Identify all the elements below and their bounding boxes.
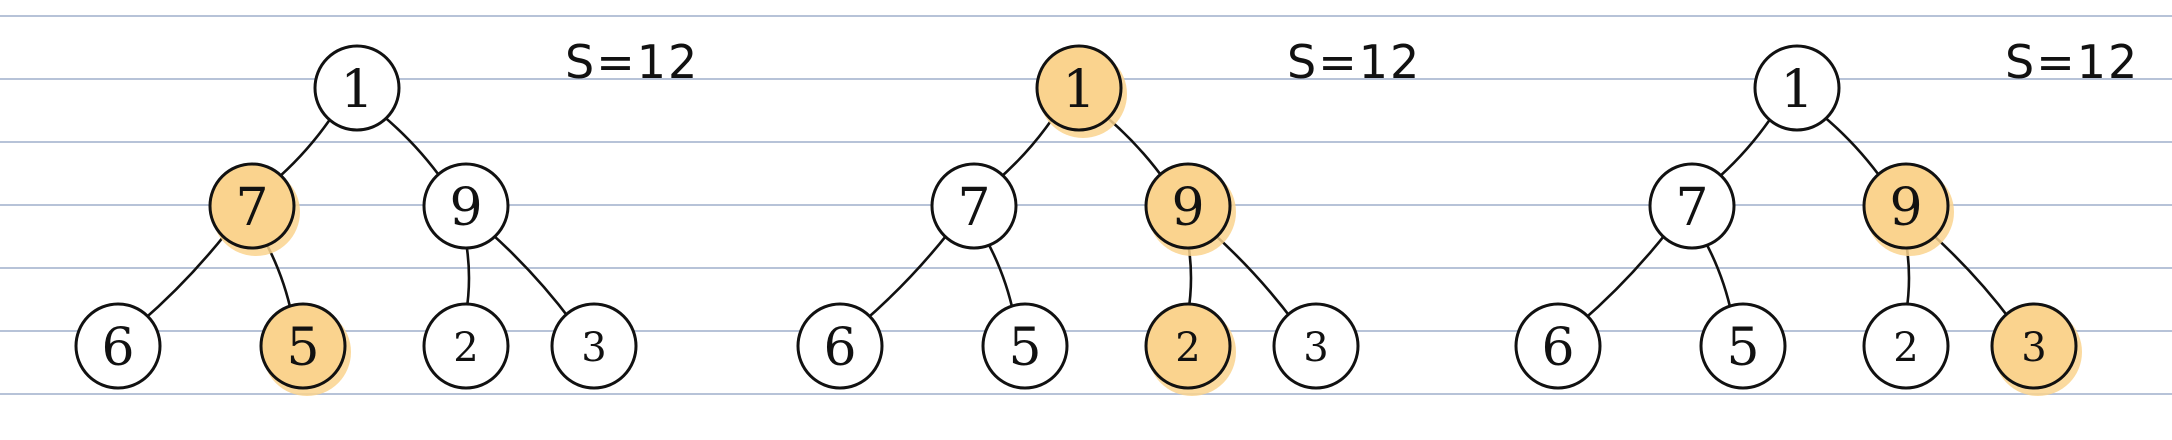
tree-panels: S=12 1 7 9 6 5 2 3 S=12 1 7 9 6 5 2 3 S=12 1 7 9 6 5 2 3 <box>74 35 2139 396</box>
edge-root-to-right <box>380 113 446 184</box>
node-circle <box>313 44 401 132</box>
node-value-label: 2 <box>1175 325 1200 371</box>
node-circle <box>1514 302 1602 390</box>
edge-root-to-right <box>1820 113 1886 184</box>
tree-node-left-left: 6 <box>796 302 884 390</box>
node-value-label: 9 <box>1171 178 1204 238</box>
node-circle-highlighted <box>1862 162 1950 250</box>
node-value-label: 6 <box>1541 318 1574 378</box>
node-circle <box>1648 162 1736 250</box>
node-value-label: 2 <box>1893 325 1918 371</box>
node-circle <box>1272 302 1360 390</box>
node-circle-highlighted <box>208 162 296 250</box>
node-circle-highlighted <box>259 302 347 390</box>
node-circle-highlighted <box>1990 302 2078 390</box>
tree-node-right-left: 2 <box>422 302 510 390</box>
tree-node-left-right: 5 <box>259 302 351 396</box>
node-value-label: 7 <box>1675 178 1708 238</box>
edge-left-to-left-right <box>985 238 1016 318</box>
node-circle-highlighted <box>1035 44 1123 132</box>
node-value-label: 6 <box>823 318 856 378</box>
target-sum-label: S=12 <box>565 35 699 89</box>
node-value-label: 1 <box>340 60 373 120</box>
target-sum-label: S=12 <box>2005 35 2139 89</box>
edge-left-to-left-left <box>1578 230 1669 325</box>
tree-node-left: 7 <box>208 162 300 256</box>
tree-node-right-left: 2 <box>1144 302 1236 396</box>
node-circle <box>1699 302 1787 390</box>
node-circle <box>1862 302 1950 390</box>
tree-node-right: 9 <box>1862 162 1954 256</box>
node-circle-highlighted <box>1144 302 1232 390</box>
tree-node-right: 9 <box>1144 162 1236 256</box>
node-circle <box>796 302 884 390</box>
tree-panel-1: S=12 1 7 9 6 5 2 3 <box>74 35 699 396</box>
tree-panel-3: S=12 1 7 9 6 5 2 3 <box>1514 35 2139 396</box>
edge-left-to-left-right <box>1703 238 1734 318</box>
node-circle <box>981 302 1069 390</box>
node-value-label: 9 <box>1889 178 1922 238</box>
node-circle-highlighted <box>1144 162 1232 250</box>
edge-root-to-left <box>993 113 1057 184</box>
tree-node-left: 7 <box>1648 162 1736 250</box>
node-value-label: 3 <box>1303 325 1328 371</box>
tree-node-root: 1 <box>313 44 401 132</box>
node-value-label: 1 <box>1062 60 1095 120</box>
node-circle <box>1753 44 1841 132</box>
tree-node-right-left: 2 <box>1862 302 1950 390</box>
edge-right-to-right-right <box>1928 231 2014 324</box>
tree-node-right-right: 3 <box>1272 302 1360 390</box>
node-circle <box>930 162 1018 250</box>
node-value-label: 5 <box>1008 318 1041 378</box>
tree-node-root: 1 <box>1035 44 1127 138</box>
tree-node-right: 9 <box>422 162 510 250</box>
tree-node-left-left: 6 <box>1514 302 1602 390</box>
node-value-label: 6 <box>101 318 134 378</box>
tree-node-root: 1 <box>1753 44 1841 132</box>
node-value-label: 5 <box>286 318 319 378</box>
node-value-label: 5 <box>1726 318 1759 378</box>
tree-node-right-right: 3 <box>1990 302 2082 396</box>
edge-left-to-left-left <box>138 230 229 325</box>
edge-root-to-left <box>271 113 335 184</box>
node-circle <box>422 162 510 250</box>
node-value-label: 1 <box>1780 60 1813 120</box>
tree-node-left: 7 <box>930 162 1018 250</box>
tree-node-left-right: 5 <box>981 302 1069 390</box>
node-value-label: 3 <box>2021 325 2046 371</box>
tree-node-right-right: 3 <box>550 302 638 390</box>
tree-node-left-right: 5 <box>1699 302 1787 390</box>
edge-left-to-left-left <box>860 230 951 325</box>
edge-right-to-right-right <box>1210 231 1296 324</box>
edge-right-to-right-right <box>488 231 574 324</box>
edge-root-to-left <box>1711 113 1775 184</box>
node-value-label: 9 <box>449 178 482 238</box>
node-circle <box>74 302 162 390</box>
node-value-label: 7 <box>235 178 268 238</box>
tree-panel-2: S=12 1 7 9 6 5 2 3 <box>796 35 1421 396</box>
node-value-label: 3 <box>581 325 606 371</box>
node-circle <box>422 302 510 390</box>
target-sum-label: S=12 <box>1287 35 1421 89</box>
node-value-label: 7 <box>957 178 990 238</box>
node-circle <box>550 302 638 390</box>
node-value-label: 2 <box>453 325 478 371</box>
tree-node-left-left: 6 <box>74 302 162 390</box>
